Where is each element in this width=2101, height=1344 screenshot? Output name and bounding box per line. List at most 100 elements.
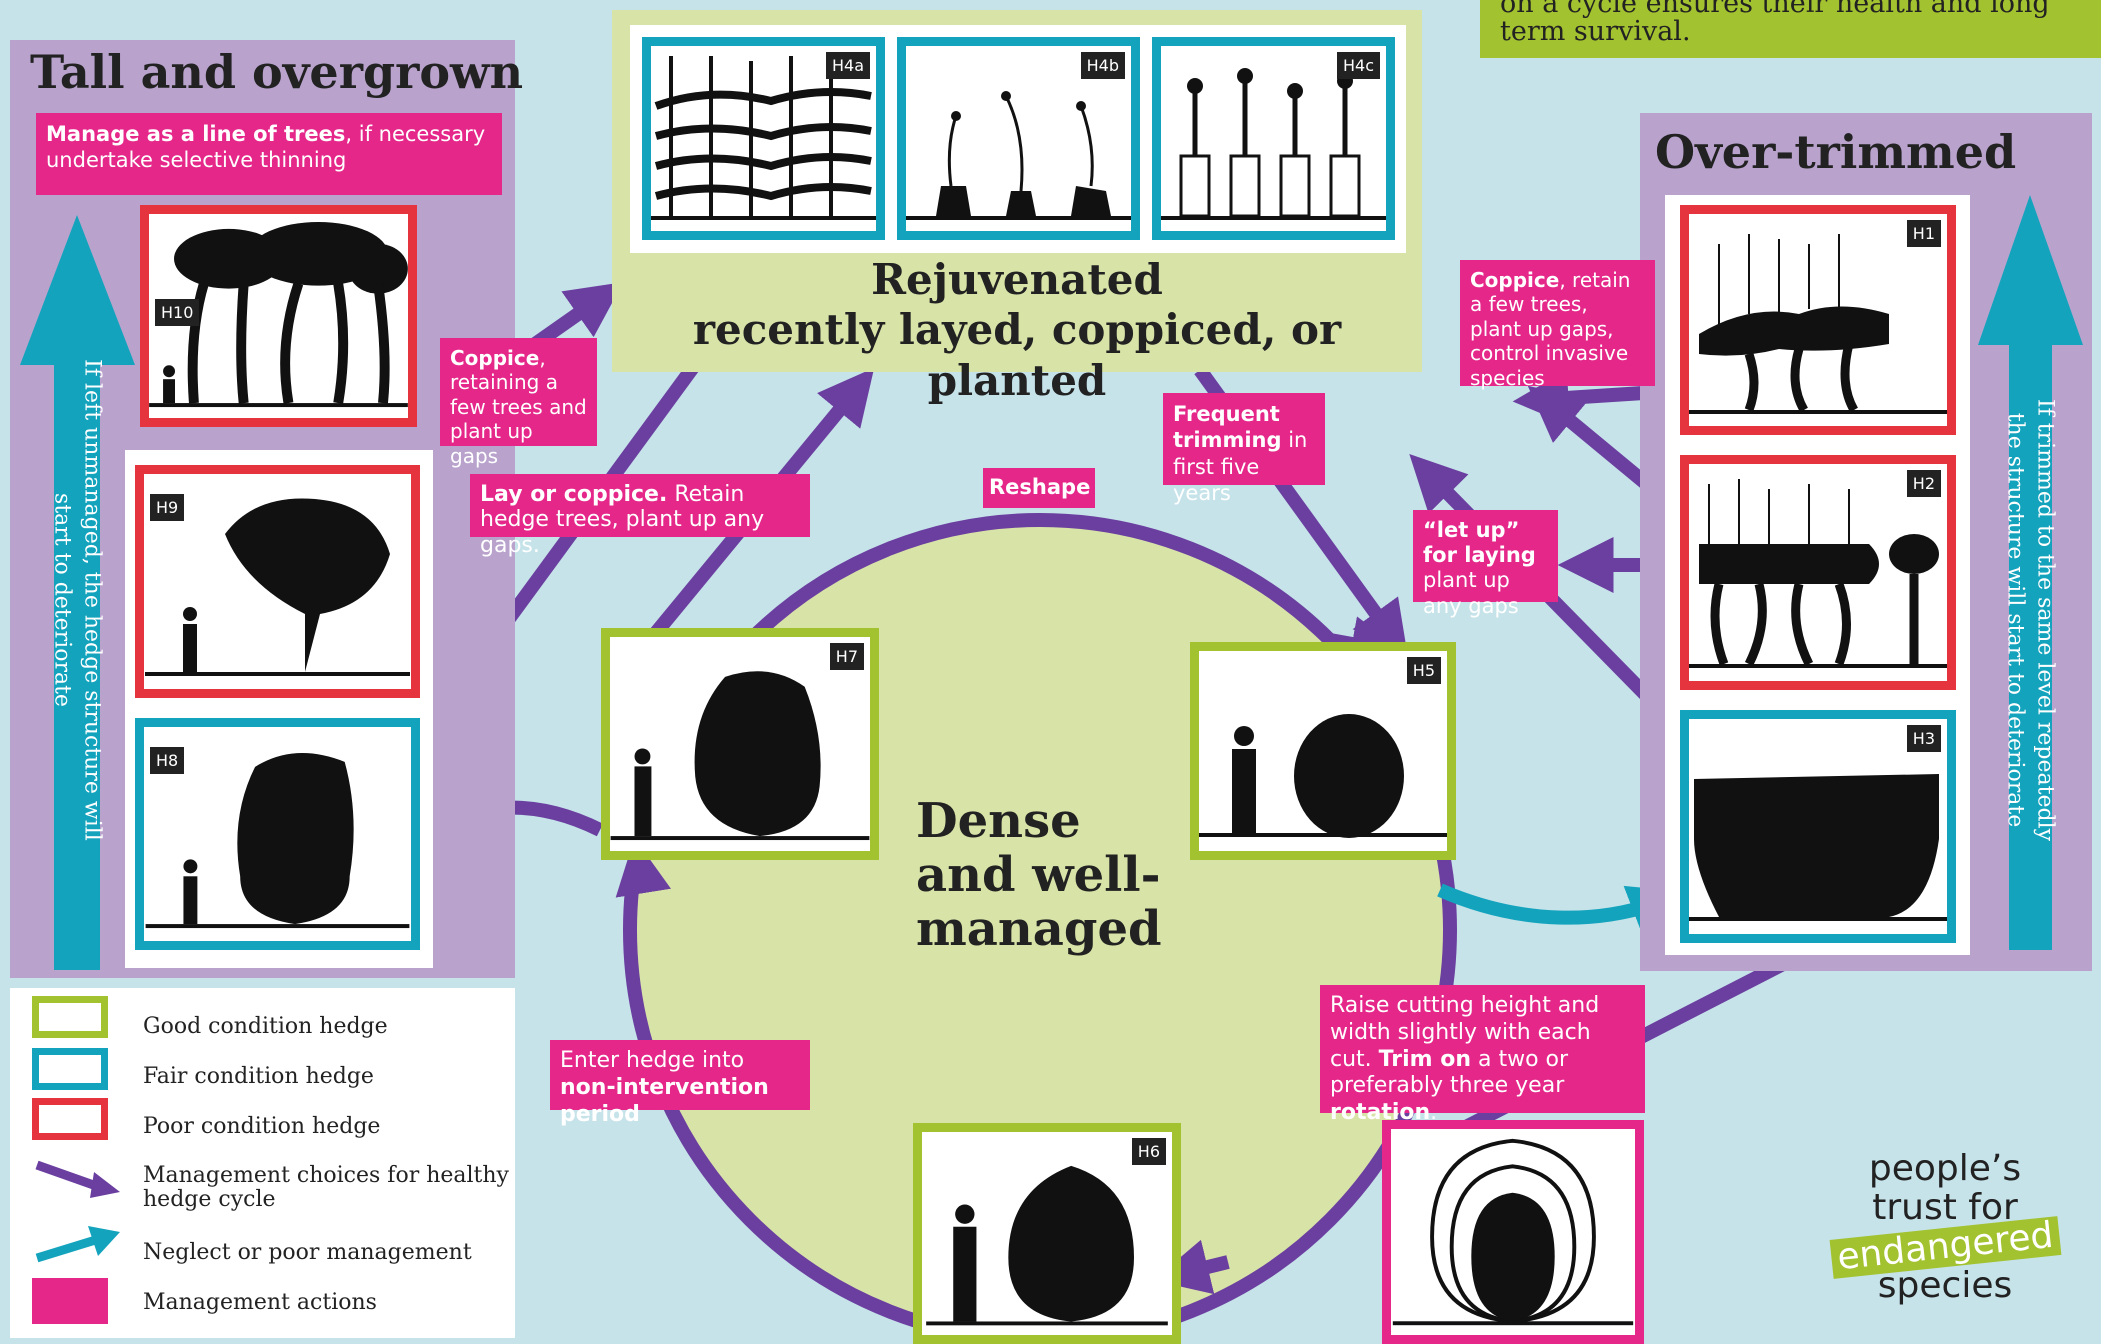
dense-line3: managed	[916, 900, 1162, 957]
top-banner: on a cycle ensures their health and long…	[1480, 0, 2101, 58]
tag-h2: H2	[1906, 470, 1941, 497]
legend-neglect-label: Neglect or poor management	[143, 1240, 472, 1265]
legend-healthy-line2: hedge cycle	[143, 1187, 276, 1213]
deteriorate-up-arrow-right	[1978, 195, 2083, 950]
hedge-h5: H5	[1190, 642, 1456, 860]
hedge-h4b: H4b	[897, 37, 1140, 240]
ptes-logo: people’s trust for endangered species	[1829, 1148, 2061, 1306]
tag-h4a: H4a	[825, 52, 870, 79]
rejuvenated-title: Rejuvenated recently layed, coppiced, or…	[612, 255, 1422, 406]
dense-line2: and well-	[916, 846, 1161, 903]
manage-trees-bold: Manage as a line of trees	[46, 122, 346, 146]
tall-overgrown-title: Tall and overgrown	[30, 45, 524, 99]
hedge-h6: H6	[913, 1123, 1181, 1344]
hedge-h4c: H4c	[1152, 37, 1395, 240]
tag-h9: H9	[150, 494, 185, 521]
hedge-h9: H9	[135, 465, 420, 698]
tag-h4b: H4b	[1080, 52, 1125, 79]
over-trimmed-tree-icon	[1689, 234, 1947, 414]
raise-line1: Raise cutting height and width slightly …	[1330, 993, 1600, 1072]
tag-h7: H7	[829, 643, 864, 670]
coppice-right-bold: Coppice	[1470, 268, 1560, 292]
lay-or-coppice-action: Lay or coppice. Retain hedge trees, plan…	[470, 474, 810, 558]
raise-end: .	[1430, 1100, 1438, 1126]
tag-h4c: H4c	[1336, 52, 1380, 79]
deteriorate-up-arrow-left	[20, 215, 135, 970]
legend-actions-swatch	[32, 1278, 108, 1324]
lay-rest: Retain hedge trees, plant up any gaps.	[480, 482, 765, 558]
letup-rest: plant up any gaps	[1423, 568, 1519, 618]
manage-trees-rest: , if necessary undertake selective thinn…	[46, 122, 486, 173]
flat-topped-hedge-icon	[1689, 774, 1947, 921]
gappy-hedge-icon	[1689, 479, 1947, 668]
layed-hedge-icon	[651, 56, 876, 220]
logo-line1: people’s	[1868, 1148, 2022, 1189]
letup-bold: “let up” for laying	[1423, 518, 1536, 568]
hedge-h8: H8	[135, 718, 420, 950]
legend-healthy-label: Management choices for healthy hedge cyc…	[143, 1163, 509, 1213]
reshaped-hedge-icon	[610, 671, 870, 841]
reshape-action: Reshape	[983, 468, 1095, 508]
rejuvenated-line2: recently layed, coppiced, or planted	[692, 305, 1342, 405]
rotation-cut-image	[1382, 1120, 1644, 1344]
manage-trees-action: Manage as a line of trees, if necessary …	[36, 113, 502, 195]
trimmed-hedge-icon	[926, 1165, 1168, 1326]
frequent-trimming-action: Frequent trimming in first five years	[1163, 393, 1325, 505]
frequent-bold: Frequent trimming	[1173, 402, 1282, 453]
left-vertical-line2: start to deteriorate	[50, 493, 75, 707]
non-intervention-action: Enter hedge into non-intervention period	[550, 1040, 810, 1127]
tag-h6: H6	[1131, 1138, 1166, 1165]
tree-line-icon	[149, 221, 408, 408]
dense-title: Dense and well- managed	[916, 794, 1162, 957]
legend-good-swatch	[32, 996, 108, 1038]
legend-poor-swatch	[32, 1098, 108, 1140]
right-vertical-line1: If trimmed to the same level repeatedly	[2032, 398, 2058, 842]
legend-fair-swatch	[32, 1048, 108, 1090]
let-up-laying-action: “let up” for laying plant up any gaps	[1413, 510, 1558, 618]
coppice-right-rest: , retain a few trees, plant up gaps, con…	[1470, 268, 1631, 390]
legend: Good condition hedge Fair condition hedg…	[10, 988, 515, 1338]
coppice-left-bold: Coppice	[450, 346, 540, 370]
left-vertical-text: If left unmanaged, the hedge structure w…	[47, 359, 106, 841]
tag-h3: H3	[1906, 725, 1941, 752]
hedge-h10: H10	[140, 205, 417, 427]
legend-neglect-arrow	[35, 1226, 120, 1263]
overgrown-hedge-icon	[145, 752, 410, 929]
top-banner-line1: on a cycle ensures their health and long	[1500, 0, 2050, 19]
coppice-left-action: Coppice, retaining a few trees and plant…	[440, 338, 597, 468]
rejuvenated-line1: Rejuvenated	[871, 255, 1163, 304]
right-vertical-line2: the structure will start to deteriorate	[2003, 412, 2028, 828]
coppice-right-action: Coppice, retain a few trees, plant up ga…	[1460, 260, 1655, 390]
cut-outline-hedge-icon	[1392, 1138, 1634, 1326]
enter-rest: Enter hedge into	[560, 1048, 745, 1073]
tag-h10: H10	[155, 299, 200, 326]
raise-bold1: Trim on	[1378, 1046, 1472, 1072]
tag-h8: H8	[150, 747, 185, 774]
legend-actions-label: Management actions	[143, 1290, 377, 1315]
frequent-rest: in first five years	[1173, 428, 1308, 505]
hedge-h3: H3	[1680, 710, 1956, 943]
over-trimmed-title: Over-trimmed	[1655, 125, 2017, 179]
hedge-h7: H7	[601, 628, 879, 860]
legend-good-label: Good condition hedge	[143, 1014, 388, 1039]
right-vertical-text: If trimmed to the same level repeatedly …	[2000, 399, 2059, 841]
legend-healthy-line1: Management choices for healthy	[143, 1163, 509, 1188]
hedge-h4a: H4a	[642, 37, 885, 240]
lay-bold: Lay or coppice.	[480, 482, 668, 507]
reshape-label: Reshape	[989, 475, 1091, 499]
top-banner-line2: term survival.	[1500, 16, 1691, 47]
hedge-h2: H2	[1680, 455, 1956, 690]
legend-fair-label: Fair condition hedge	[143, 1064, 374, 1089]
hedge-h1: H1	[1680, 205, 1956, 435]
dense-hedge-icon	[1199, 714, 1447, 838]
left-vertical-line1: If left unmanaged, the hedge structure w…	[79, 359, 105, 841]
legend-poor-label: Poor condition hedge	[143, 1114, 381, 1139]
tag-h1: H1	[1906, 220, 1941, 247]
enter-bold: non-intervention period	[560, 1074, 769, 1127]
coppiced-hedge-icon	[906, 91, 1131, 220]
raise-mid: a two or preferably three year	[1330, 1046, 1569, 1099]
tall-hedge-icon	[145, 498, 410, 676]
legend-healthy-arrow	[35, 1160, 120, 1198]
logo-line4: species	[1877, 1264, 2013, 1306]
coppice-left-rest: , retaining a few trees and plant up gap…	[450, 346, 587, 468]
